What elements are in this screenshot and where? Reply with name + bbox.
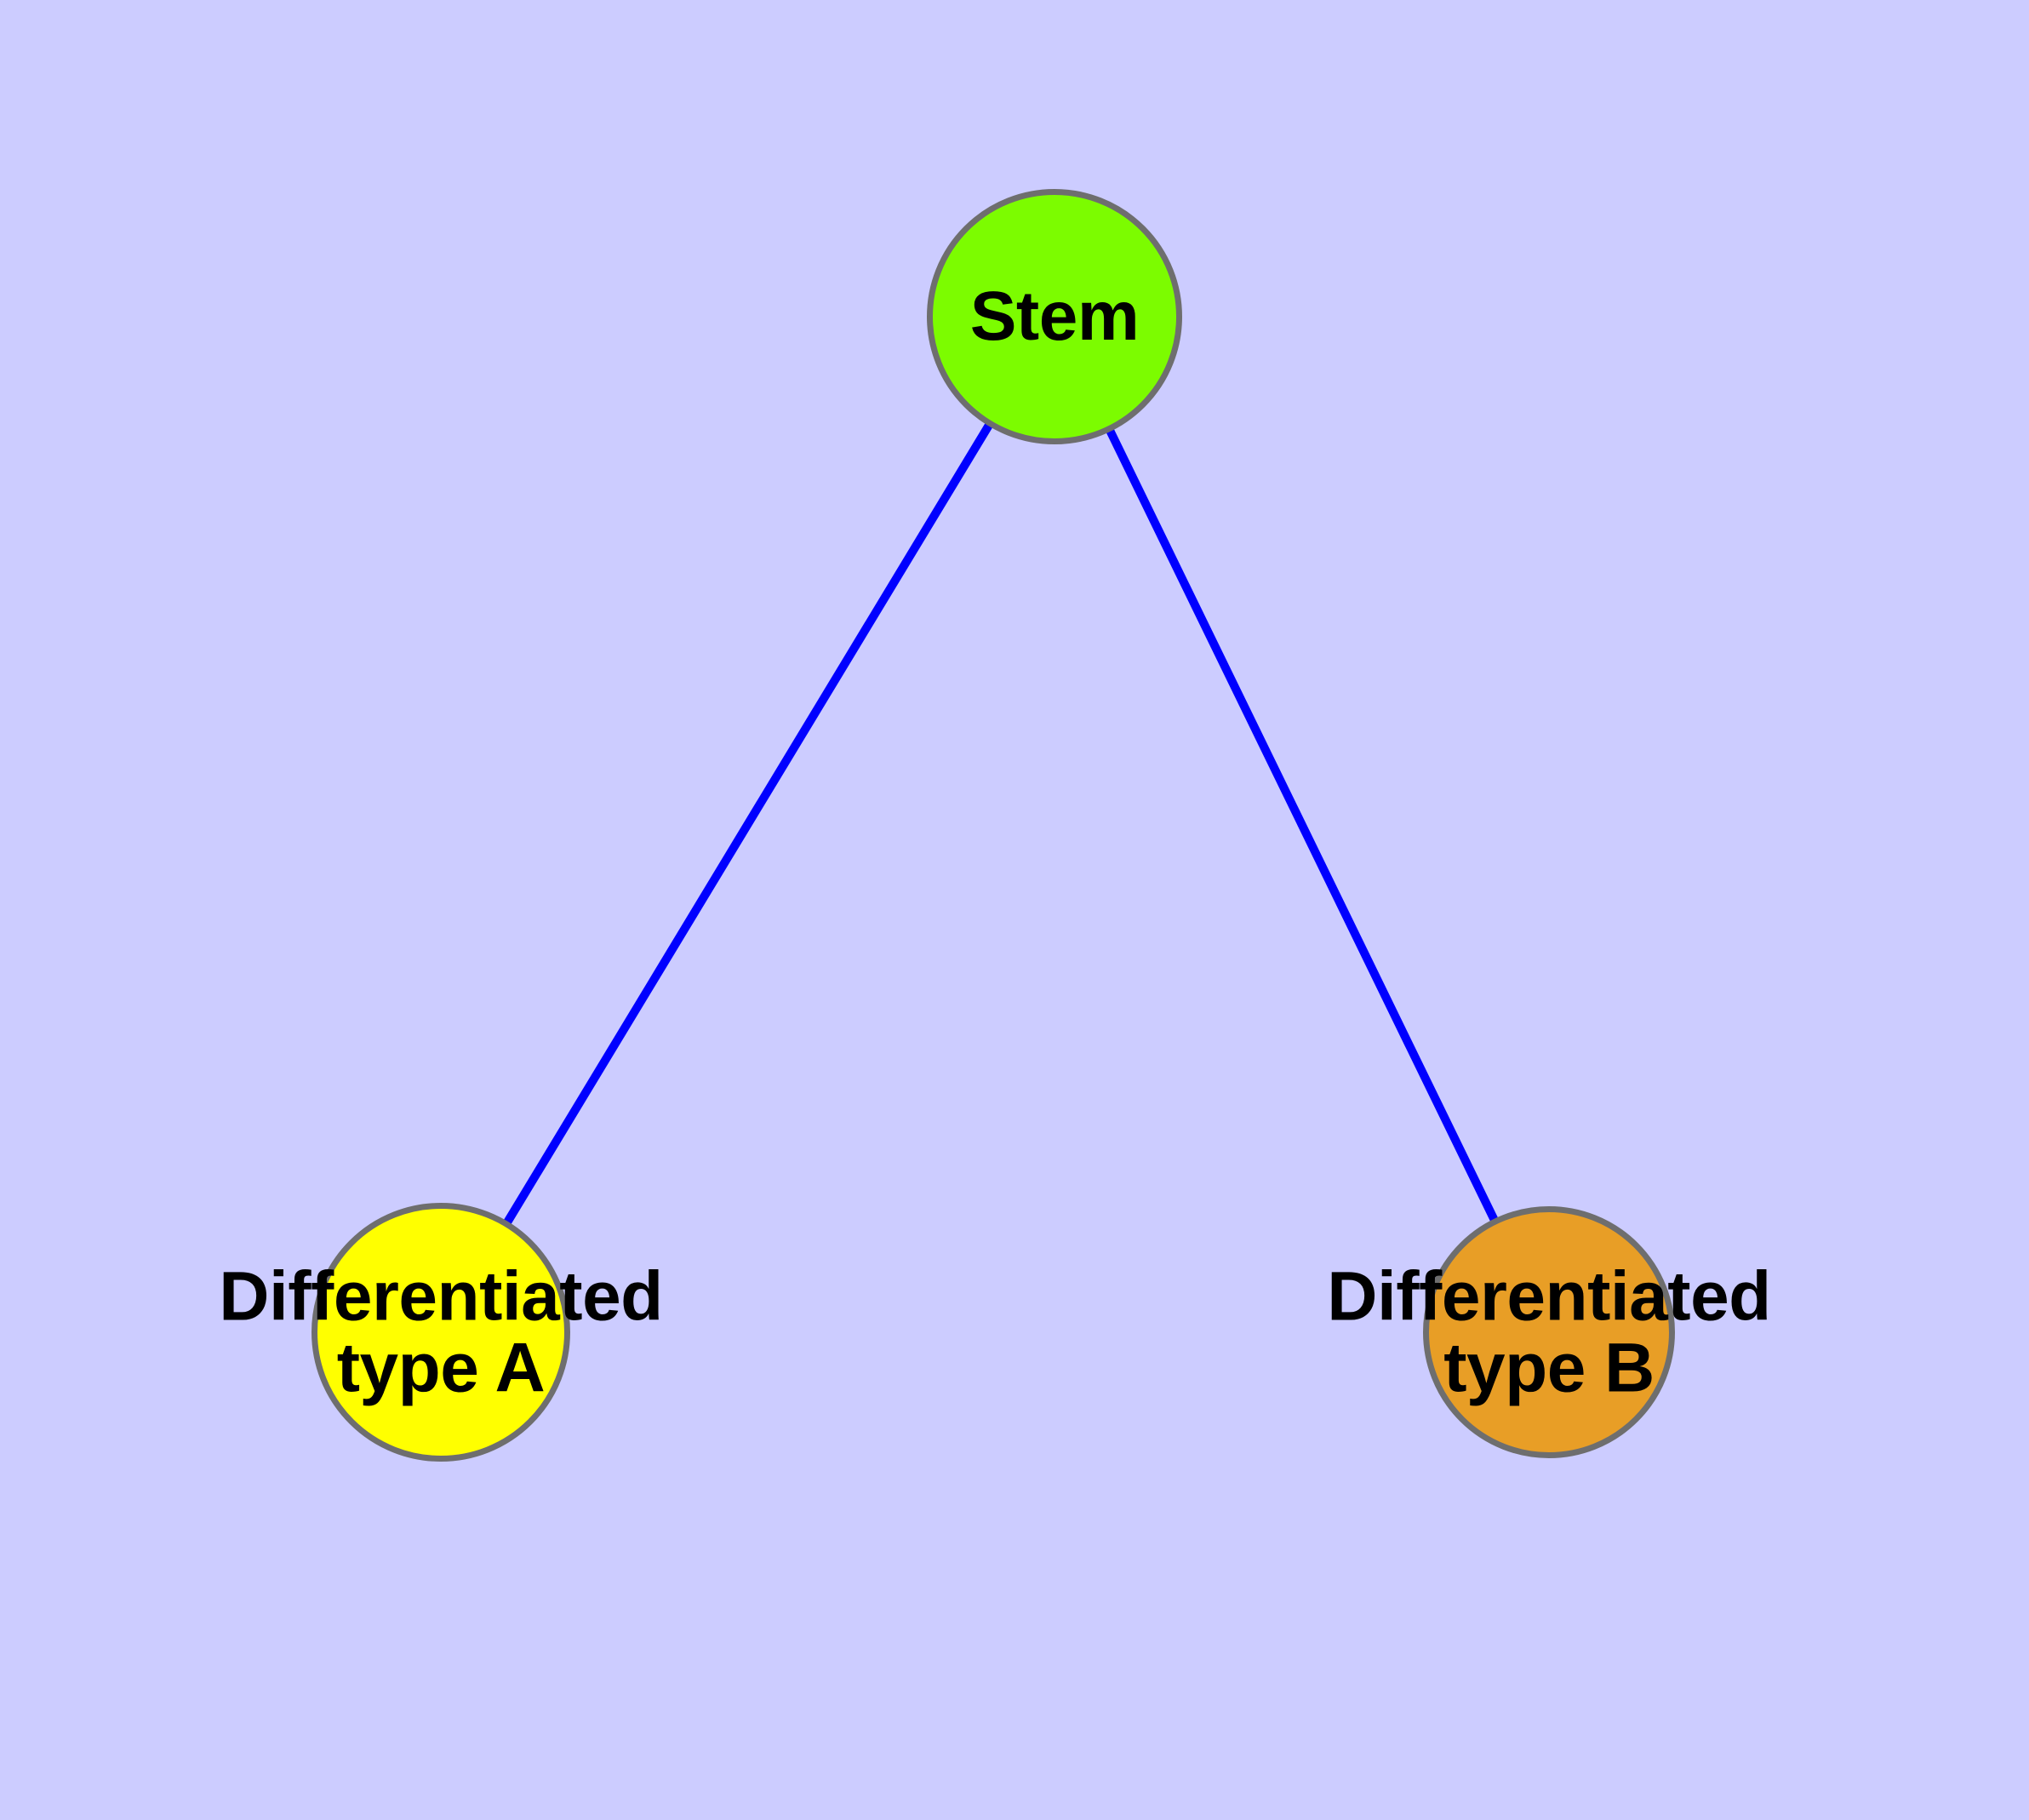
edge-stem-diff-b[interactable] bbox=[1106, 428, 1499, 1222]
node-stem[interactable] bbox=[927, 189, 1182, 444]
node-diff-b[interactable] bbox=[1423, 1206, 1675, 1458]
edge-stem-diff-a[interactable] bbox=[503, 422, 993, 1225]
node-diff-a[interactable] bbox=[311, 1203, 570, 1462]
nodes-layer bbox=[311, 189, 1675, 1462]
edges-layer bbox=[503, 422, 1499, 1225]
